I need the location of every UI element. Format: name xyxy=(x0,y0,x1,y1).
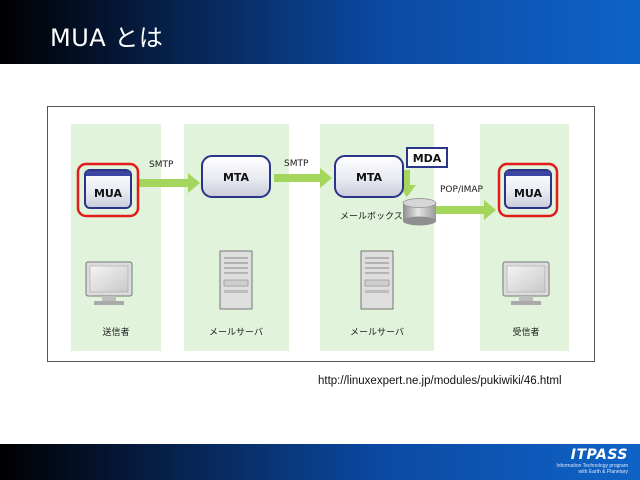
arrow-label-smtp-2: SMTP xyxy=(284,159,309,169)
arrow-label-smtp-1: SMTP xyxy=(149,160,174,170)
arrow-smtp-1: SMTP xyxy=(139,160,200,193)
column-label-server-1: メールサーバ xyxy=(209,327,263,338)
arrow-smtp-2: SMTP xyxy=(274,159,332,188)
mta-label-1: MTA xyxy=(223,171,250,184)
column-bg-receiver xyxy=(480,124,569,351)
mailbox-cylinder-icon xyxy=(402,198,437,226)
server-icon-2 xyxy=(360,250,394,310)
arrow-label-pop-imap: POP/IMAP xyxy=(440,185,484,195)
mta-box-1: MTA xyxy=(201,155,271,198)
mua-box-sender: MUA xyxy=(84,169,132,209)
logo-sub-line-2: with Earth & Planetary xyxy=(578,469,628,475)
mda-box: MDA xyxy=(406,147,448,168)
mta-label-2: MTA xyxy=(356,171,383,184)
mua-highlight-sender xyxy=(76,162,140,218)
mailbox-label: メールボックス xyxy=(340,211,403,222)
mua-highlight-receiver xyxy=(497,162,559,218)
monitor-icon-sender xyxy=(85,261,133,305)
mda-label: MDA xyxy=(413,152,442,165)
arrow-pop-imap: POP/IMAP xyxy=(426,185,496,220)
slide-title: MUA とは xyxy=(50,24,164,52)
logo-name: ITPASS xyxy=(570,447,628,463)
slide-header: MUA とは xyxy=(0,0,640,64)
diagram-svg: SMTP SMTP POP/IMAP MUA MTA MTA xyxy=(71,124,569,351)
mail-flow-diagram: SMTP SMTP POP/IMAP MUA MTA MTA xyxy=(47,106,595,362)
mua-label-receiver: MUA xyxy=(514,187,543,200)
mua-box-receiver: MUA xyxy=(504,169,552,209)
mua-label-sender: MUA xyxy=(94,187,123,200)
monitor-icon-receiver xyxy=(502,261,550,305)
column-label-sender: 送信者 xyxy=(102,326,129,338)
itpass-logo: ITPASS Information Technology program wi… xyxy=(556,447,628,475)
column-bg-sender xyxy=(71,124,161,351)
column-label-server-2: メールサーバ xyxy=(350,327,404,338)
logo-sub-line-1: Information Technology program xyxy=(556,463,628,469)
slide-footer: ITPASS Information Technology program wi… xyxy=(0,444,640,480)
server-icon-1 xyxy=(219,250,253,310)
mta-box-2: MTA xyxy=(334,155,404,198)
source-url: http://linuxexpert.ne.jp/modules/pukiwik… xyxy=(318,375,562,387)
column-label-receiver: 受信者 xyxy=(512,326,539,338)
